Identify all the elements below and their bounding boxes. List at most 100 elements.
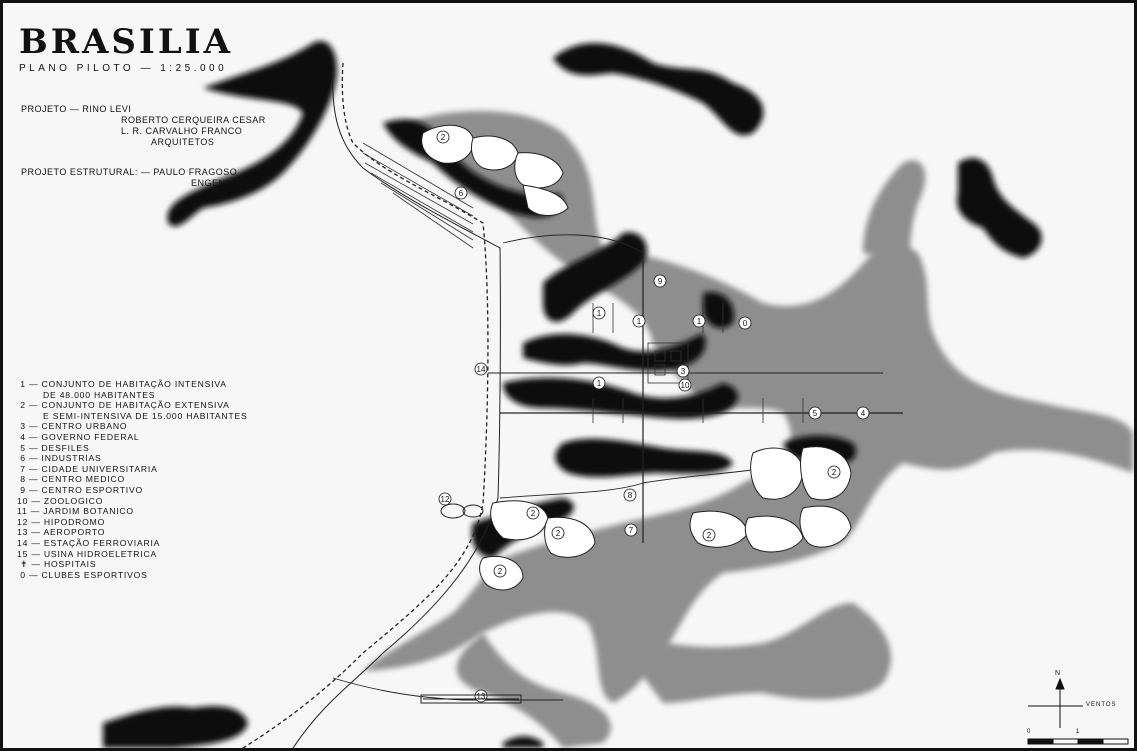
legend-item: 13 — AEROPORTO [17, 527, 106, 538]
map-marker-circle [808, 406, 822, 420]
forest-central-2 [523, 333, 706, 372]
map-marker-label: 10 [681, 381, 690, 390]
lake-body [363, 111, 1133, 703]
map-marker-circle [856, 406, 870, 420]
residential-blocks [421, 124, 852, 591]
map-marker: 9 [653, 274, 667, 288]
map-marker-label: 2 [707, 531, 712, 540]
map-marker-circle [623, 488, 637, 502]
forest-bottom-center [503, 736, 543, 748]
lake-south-arm [603, 603, 892, 703]
legend-item: 1 — CONJUNTO DE HABITAÇÃO INTENSIVA [17, 379, 227, 389]
forest-bottom-left [103, 706, 248, 748]
map-marker: 2 [702, 528, 716, 542]
road-airport [332, 677, 563, 701]
legend-item: 5 — DESFILES [17, 442, 90, 453]
credit-structural: PROJETO ESTRUTURAL: — PAULO FRAGOSO [21, 167, 238, 177]
map-marker-circle [526, 506, 540, 520]
map-marker: 2 [526, 506, 540, 520]
map-marker: 2 [436, 130, 450, 144]
credit-engineer-label: ENGENHEIRO [191, 178, 257, 188]
map-marker-label: 2 [498, 567, 503, 576]
map-marker-label: 3 [681, 367, 686, 376]
wind-label: VENTOS [1086, 702, 1117, 708]
credit-architect-3: L. R. CARVALHO FRANCO [121, 126, 243, 136]
map-marker-circle [592, 306, 606, 320]
map-marker-circle [632, 314, 646, 328]
map-marker: 2 [493, 564, 507, 578]
forest-central-3 [503, 377, 738, 419]
page-title: BRASILIA [19, 22, 234, 62]
map-marker-label: 2 [531, 509, 536, 518]
map-marker-circle [551, 526, 565, 540]
compass-north-label: N [1055, 670, 1061, 677]
map-marker: 6 [454, 186, 468, 200]
map-marker-circle [702, 528, 716, 542]
block-se-2 [800, 446, 852, 501]
forest-north-west [167, 41, 337, 227]
scale-start-label: 0 [1027, 729, 1031, 735]
map-marker-label: 1 [597, 379, 602, 388]
legend-item: 9 — CENTRO ESPORTIVO [17, 484, 143, 495]
map-marker-label: 13 [477, 692, 486, 701]
map-marker-label: 1 [597, 309, 602, 318]
map-marker: 7 [624, 523, 638, 537]
map-marker-label: 1 [697, 317, 702, 326]
block-north-1 [421, 124, 474, 164]
scale-bar [1027, 738, 1129, 745]
map-marker-label: 2 [556, 529, 561, 538]
map-marker: 2 [551, 526, 565, 540]
map-marker-circle [676, 364, 690, 378]
map-marker: 14 [474, 362, 488, 376]
block-se-5 [799, 505, 852, 548]
credit-architect-2: ROBERTO CERQUEIRA CESAR [121, 115, 266, 125]
map-marker: 3 [676, 364, 690, 378]
map-marker: 4 [856, 406, 870, 420]
legend-item: 0 — CLUBES ESPORTIVOS [17, 569, 148, 580]
map-marker-circle [678, 378, 692, 392]
map-marker: 0 [738, 316, 752, 330]
map-marker-label: 0 [743, 319, 748, 328]
forest-east-peninsula [703, 292, 734, 329]
legend-item: ✝ — HOSPITAIS [17, 559, 97, 570]
map-marker-label: 14 [477, 365, 486, 374]
page-subtitle: PLANO PILOTO — 1:25.000 [19, 63, 228, 74]
legend-item-continued: DE 48.000 HABITANTES [43, 389, 156, 400]
map-marker-circle [438, 492, 452, 506]
map-marker-label: 1 [637, 317, 642, 326]
legend-item-continued: E SEMI-INTENSIVA DE 15.000 HABITANTES [43, 410, 248, 421]
map-marker: 1 [632, 314, 646, 328]
lake-south-west-arm [456, 633, 611, 748]
map-marker: 13 [474, 689, 488, 703]
credit-project: PROJETO — RINO LEVI [21, 104, 132, 114]
legend-item: 11 — JARDIM BOTANICO [17, 506, 134, 517]
title-block: BRASILIA PLANO PILOTO — 1:25.000 [19, 25, 233, 74]
road-to-north [502, 234, 644, 254]
credit-architects-label: ARQUITETOS [151, 137, 215, 147]
forest-south-center [555, 438, 733, 478]
map-marker-circle [592, 376, 606, 390]
map-marker-circle [454, 186, 468, 200]
scale-end-label: 1 [1076, 729, 1080, 735]
map-marker-label: 2 [441, 133, 446, 142]
map-marker: 2 [827, 465, 841, 479]
legend-item: 4 — GOVERNO FEDERAL [17, 431, 140, 442]
map-marker-circle [436, 130, 450, 144]
block-sw-1 [490, 500, 549, 541]
forest-central-1 [543, 232, 647, 322]
legend-item: 12 — HIPODROMO [17, 516, 106, 527]
industrial-hatching [362, 142, 474, 249]
map-marker: 10 [678, 378, 692, 392]
lake-east-arm [863, 160, 926, 263]
lake [363, 111, 1133, 748]
legend-item: 7 — CIDADE UNIVERSITARIA [17, 463, 158, 474]
legend-item: 2 — CONJUNTO DE HABITAÇÃO EXTENSIVA [17, 400, 230, 411]
hipodromo-track [440, 503, 484, 519]
compass-rose [1028, 677, 1083, 728]
map-marker: 12 [438, 492, 452, 506]
block-se-4 [744, 515, 804, 553]
map-marker-label: 12 [441, 495, 450, 504]
map-marker-label: 9 [658, 277, 663, 286]
